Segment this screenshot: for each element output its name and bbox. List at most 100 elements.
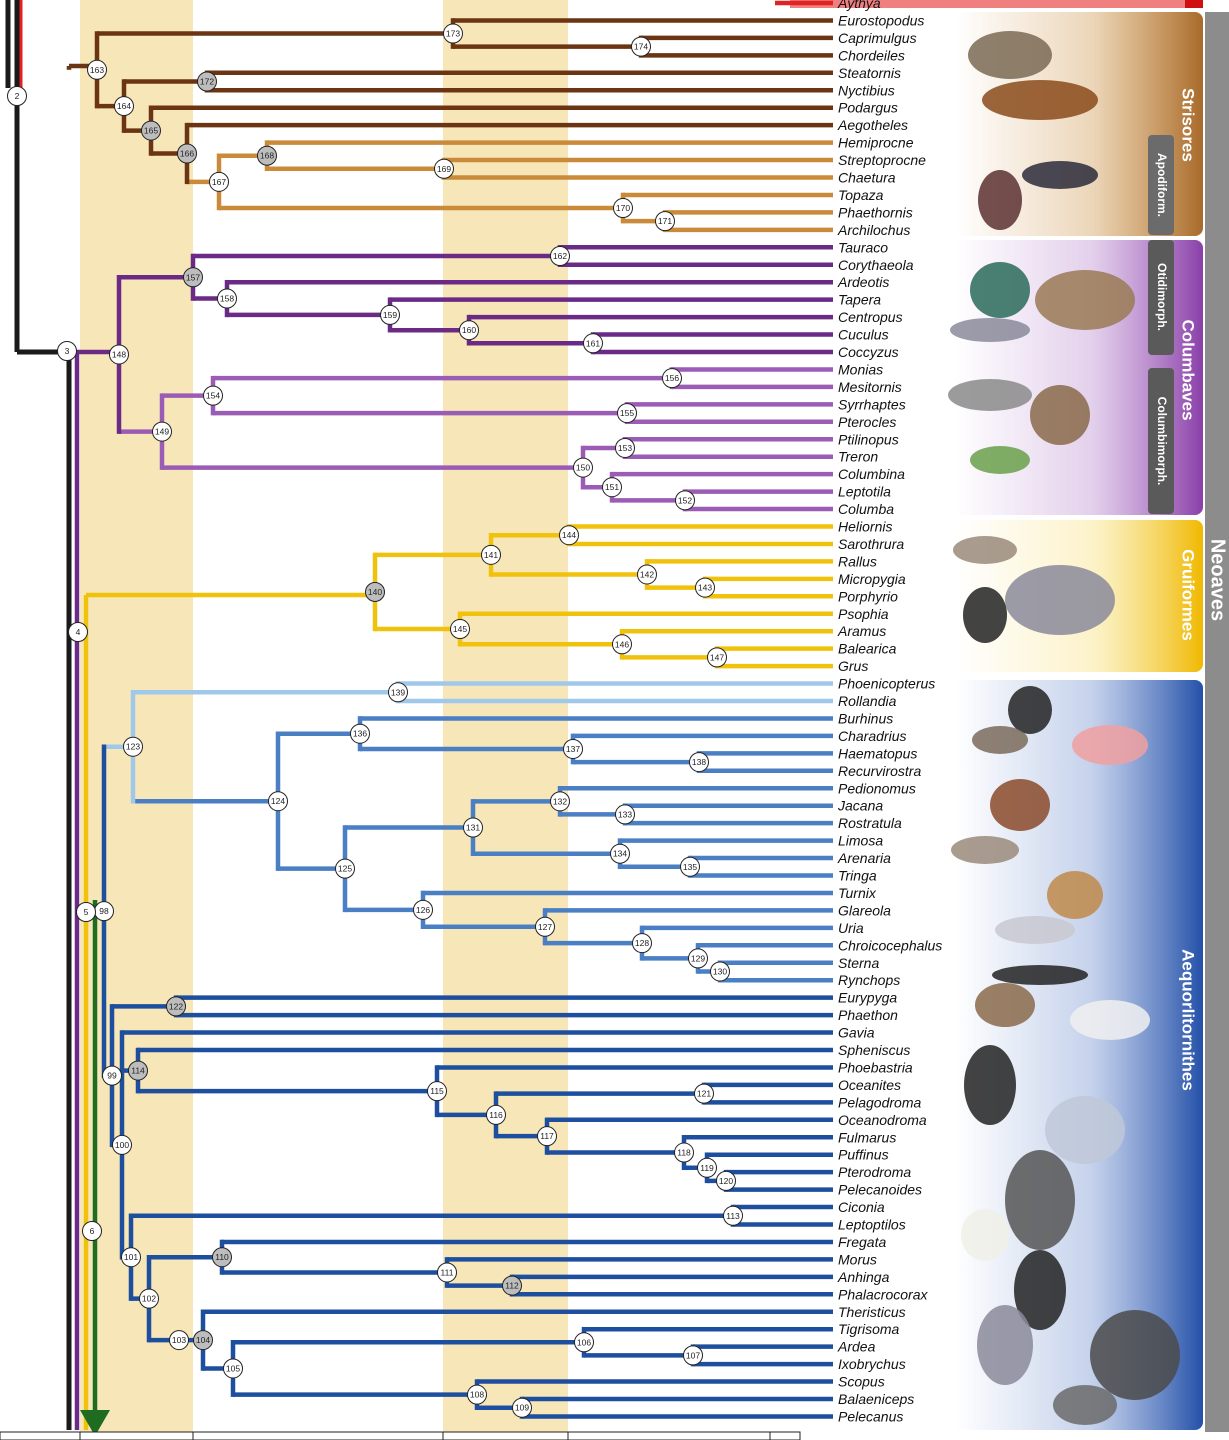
node-label: 137	[566, 744, 580, 754]
node-marker: 130	[710, 961, 730, 982]
node-label: 101	[124, 1252, 138, 1262]
node-marker: 153	[615, 437, 635, 458]
node-label: 139	[391, 687, 405, 697]
node-circle	[674, 1142, 694, 1163]
taxon-label: Recurvirostra	[838, 763, 921, 779]
time-band	[443, 0, 568, 1432]
taxon-label: Phoenicopterus	[838, 676, 935, 692]
node-label: 106	[577, 1337, 591, 1347]
taxon-label: Spheniscus	[838, 1042, 910, 1058]
taxon-label: Turnix	[838, 885, 877, 901]
node-circle	[102, 1065, 122, 1086]
node-circle	[583, 333, 603, 354]
bird-illustration-icon	[1022, 161, 1098, 189]
taxon-label: Morus	[838, 1251, 877, 1267]
node-marker: 140	[365, 581, 385, 602]
node-marker: 128	[632, 933, 652, 954]
bird-illustration-icon	[1030, 385, 1090, 445]
node-marker: 125	[335, 858, 355, 879]
taxon-label: Pelecanoides	[838, 1182, 922, 1198]
node-label: 108	[470, 1390, 484, 1400]
node-circle	[443, 23, 463, 44]
otidimorph-tab	[1148, 240, 1174, 355]
node-label: 147	[710, 652, 724, 662]
node-label: 114	[131, 1066, 145, 1076]
bird-illustration-icon	[1045, 1096, 1125, 1164]
node-circle	[662, 368, 682, 389]
taxon-label: Columbina	[838, 466, 905, 482]
taxon-label: Phaethon	[838, 1007, 898, 1023]
otidimorph-title: Otidimorph.	[1155, 263, 1169, 331]
node-label: 116	[489, 1110, 503, 1120]
node-marker: 99	[102, 1065, 122, 1086]
node-marker: 164	[114, 96, 134, 117]
taxon-label: Fulmarus	[838, 1129, 896, 1145]
taxon-label: Scopus	[838, 1374, 885, 1390]
columbimorph-tab	[1148, 368, 1174, 514]
taxon-label: Arenaria	[837, 850, 891, 866]
taxon-label: Aegotheles	[837, 117, 908, 133]
node-marker: 157	[183, 267, 203, 288]
node-label: 141	[484, 550, 498, 560]
node-label: 150	[576, 463, 590, 473]
taxon-label: Fregata	[838, 1234, 886, 1250]
node-circle	[550, 791, 570, 812]
node-label: 152	[678, 495, 692, 505]
taxon-label: Treron	[838, 449, 878, 465]
node-marker: 107	[683, 1345, 703, 1366]
node-circle	[183, 267, 203, 288]
node-label: 129	[691, 953, 705, 963]
node-circle	[166, 996, 186, 1017]
taxon-label: Corythaeola	[838, 257, 914, 273]
taxon-label: Grus	[838, 658, 868, 674]
node-circle	[467, 1384, 487, 1405]
node-label: 167	[212, 177, 226, 187]
node-circle	[486, 1104, 506, 1125]
node-label: 158	[220, 294, 234, 304]
node-marker: 2	[7, 86, 27, 106]
node-label: 149	[155, 427, 169, 437]
node-marker: 121	[694, 1083, 714, 1104]
node-label: 173	[446, 29, 460, 39]
node-circle	[114, 96, 134, 117]
bird-illustration-icon	[1070, 1000, 1150, 1040]
node-circle	[212, 1247, 232, 1268]
clade-panels: StrisoresApodiform.ColumbavesOtidimorph.…	[790, 0, 1229, 1432]
node-label: 2	[15, 91, 20, 101]
taxon-label: Jacana	[837, 798, 883, 814]
taxon-label: Pterocles	[838, 414, 896, 430]
node-circle	[612, 634, 632, 655]
node-label: 145	[453, 624, 467, 634]
taxon-label: Pedionomus	[838, 780, 916, 796]
node-marker: 136	[350, 723, 370, 744]
node-marker: 106	[574, 1332, 594, 1353]
taxon-label: Leptoptilos	[838, 1217, 906, 1233]
node-marker: 162	[550, 246, 570, 267]
node-circle	[87, 59, 107, 80]
node-circle	[559, 525, 579, 546]
taxon-label: Tapera	[838, 292, 881, 308]
node-circle	[434, 158, 454, 179]
node-label: 169	[437, 164, 451, 174]
node-circle	[707, 647, 727, 668]
node-label: 166	[180, 149, 194, 159]
taxon-label: Phalacrocorax	[838, 1286, 928, 1302]
taxon-label: Phoebastria	[838, 1059, 913, 1075]
bird-illustration-icon	[1090, 1310, 1180, 1400]
taxon-label: Rollandia	[838, 693, 897, 709]
node-marker: 5	[76, 902, 96, 922]
taxon-label: Uria	[838, 920, 864, 936]
taxon-label: Ixobrychus	[838, 1356, 906, 1372]
node-marker: 166	[177, 143, 197, 164]
taxon-label: Cuculus	[838, 327, 889, 343]
bird-illustration-icon	[968, 31, 1052, 79]
node-label: 174	[634, 42, 648, 52]
node-label: 140	[368, 587, 382, 597]
taxon-label: Coccyzus	[838, 344, 899, 360]
node-circle	[610, 843, 630, 864]
node-marker: 161	[583, 333, 603, 354]
node-circle	[695, 577, 715, 598]
taxon-label: Rynchops	[838, 972, 900, 988]
node-marker: 117	[537, 1126, 557, 1147]
